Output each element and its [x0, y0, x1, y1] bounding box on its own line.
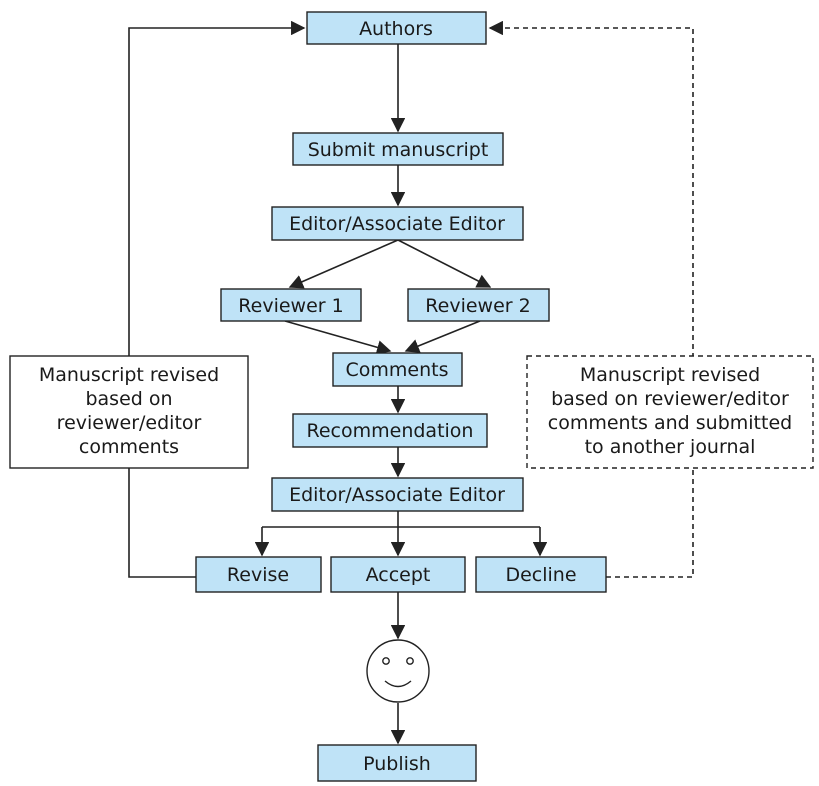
node-comments: Comments — [332, 352, 463, 387]
node-reviewer-1: Reviewer 1 — [220, 288, 362, 322]
node-comments-label: Comments — [346, 359, 449, 381]
node-editor-bottom-label: Editor/Associate Editor — [289, 484, 505, 506]
node-reviewer-2: Reviewer 2 — [407, 288, 550, 322]
node-editor-top-label: Editor/Associate Editor — [289, 213, 505, 235]
note-another-journal-line-2: based on reviewer/editor — [551, 388, 789, 410]
note-revised: Manuscript revised based on reviewer/edi… — [9, 355, 249, 469]
node-revise: Revise — [195, 556, 322, 593]
node-revise-label: Revise — [227, 564, 289, 586]
connector-lines — [128, 20, 694, 745]
note-another-journal-line-4: to another journal — [585, 436, 756, 458]
node-accept-label: Accept — [366, 564, 431, 586]
node-reviewer-2-label: Reviewer 2 — [425, 295, 530, 317]
node-editor-bottom: Editor/Associate Editor — [271, 477, 524, 512]
node-decline: Decline — [475, 556, 607, 593]
arrow-editor-to-reviewer2 — [397, 239, 492, 288]
node-publish: Publish — [317, 744, 477, 782]
note-revised-line-4: comments — [79, 436, 179, 458]
node-recommendation: Recommendation — [292, 413, 488, 448]
arrow-reviewer1-to-comments — [284, 320, 392, 355]
node-reviewer-1-label: Reviewer 1 — [238, 295, 343, 317]
arrow-editor-to-reviewer1 — [288, 239, 399, 289]
note-another-journal-line-1: Manuscript revised — [580, 364, 760, 386]
note-revised-line-1: Manuscript revised — [39, 364, 219, 386]
node-authors-label: Authors — [359, 18, 433, 40]
node-submit-manuscript-label: Submit manuscript — [308, 139, 489, 161]
note-another-journal: Manuscript revised based on reviewer/edi… — [526, 355, 814, 469]
arrow-reviewer2-to-comments — [404, 320, 481, 353]
line-decline-loop-to-authors — [488, 20, 694, 578]
node-publish-label: Publish — [363, 753, 431, 775]
note-revised-line-2: based on — [85, 388, 172, 410]
node-decline-label: Decline — [505, 564, 576, 586]
line-revise-loop-to-authors — [128, 20, 306, 578]
smiley-face-icon — [366, 639, 430, 703]
note-revised-line-3: reviewer/editor — [57, 412, 202, 434]
node-recommendation-label: Recommendation — [307, 420, 474, 442]
node-submit-manuscript: Submit manuscript — [292, 132, 504, 166]
note-another-journal-line-3: comments and submitted — [548, 412, 792, 434]
node-authors: Authors — [306, 11, 487, 45]
node-accept: Accept — [330, 556, 466, 593]
node-editor-top: Editor/Associate Editor — [271, 206, 524, 241]
